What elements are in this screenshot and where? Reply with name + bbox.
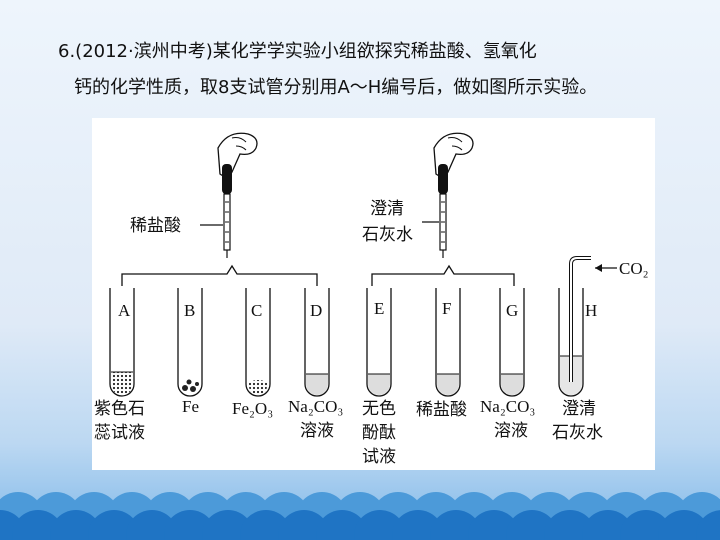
tube-d-label-1: Na₂CO₃	[288, 397, 343, 416]
tube-letter-a: A	[118, 301, 131, 320]
tube-d-label-2: 溶液	[300, 421, 334, 441]
tube-e	[366, 288, 392, 397]
tube-c-label-1: Fe₂O₃	[232, 399, 273, 418]
tube-e-label-2: 酚酞	[362, 423, 396, 443]
tube-e-label-3: 试液	[362, 447, 396, 467]
tube-h	[558, 256, 591, 397]
right-dropper	[422, 132, 474, 258]
co2-label: CO₂	[619, 259, 649, 278]
decorative-waves	[0, 492, 720, 540]
experiment-diagram: 稀盐酸 澄清 石灰水	[94, 132, 649, 467]
wave-scallop	[696, 510, 720, 540]
tube-a	[109, 288, 135, 397]
tube-letter-d: D	[310, 301, 322, 320]
co2-arrowhead	[595, 264, 602, 272]
tube-c	[245, 288, 271, 397]
tube-g-label-2: 溶液	[494, 421, 528, 441]
left-brace	[121, 264, 318, 286]
tube-letter-g: G	[506, 301, 518, 320]
right-dropper-label-2: 石灰水	[362, 225, 413, 245]
tube-d	[304, 288, 330, 397]
tube-f	[435, 288, 461, 397]
tube-b	[177, 288, 203, 397]
experiment-figure: 稀盐酸 澄清 石灰水	[92, 118, 655, 470]
tube-letter-e: E	[374, 299, 384, 318]
tube-h-label-2: 石灰水	[552, 423, 603, 443]
tube-a-label-1: 紫色石	[94, 399, 145, 419]
tube-letter-h: H	[585, 301, 597, 320]
tube-h-label-1: 澄清	[562, 399, 596, 419]
question-text: 6.(2012·滨州中考)某化学学实验小组欲探究稀盐酸、氢氧化 钙的化学性质，取…	[58, 34, 698, 106]
tube-letter-f: F	[442, 299, 451, 318]
tube-a-label-2: 蕊试液	[94, 423, 145, 443]
tube-letter-b: B	[184, 301, 195, 320]
wave-row-front	[0, 510, 720, 540]
right-dropper-label-1: 澄清	[370, 199, 404, 219]
tube-letter-c: C	[251, 301, 262, 320]
tube-e-label-1: 无色	[362, 399, 396, 419]
tube-b-label-1: Fe	[182, 397, 199, 416]
tube-g	[499, 288, 525, 397]
right-brace	[371, 264, 515, 286]
question-line-1: 6.(2012·滨州中考)某化学学实验小组欲探究稀盐酸、氢氧化	[58, 41, 537, 62]
tube-f-label-1: 稀盐酸	[416, 400, 467, 420]
question-line-2: 钙的化学性质，取8支试管分别用A～H编号后，做如图所示实验。	[74, 77, 598, 98]
tube-g-label-1: Na₂CO₃	[480, 397, 535, 416]
left-dropper	[200, 132, 258, 258]
left-dropper-label: 稀盐酸	[130, 216, 181, 236]
